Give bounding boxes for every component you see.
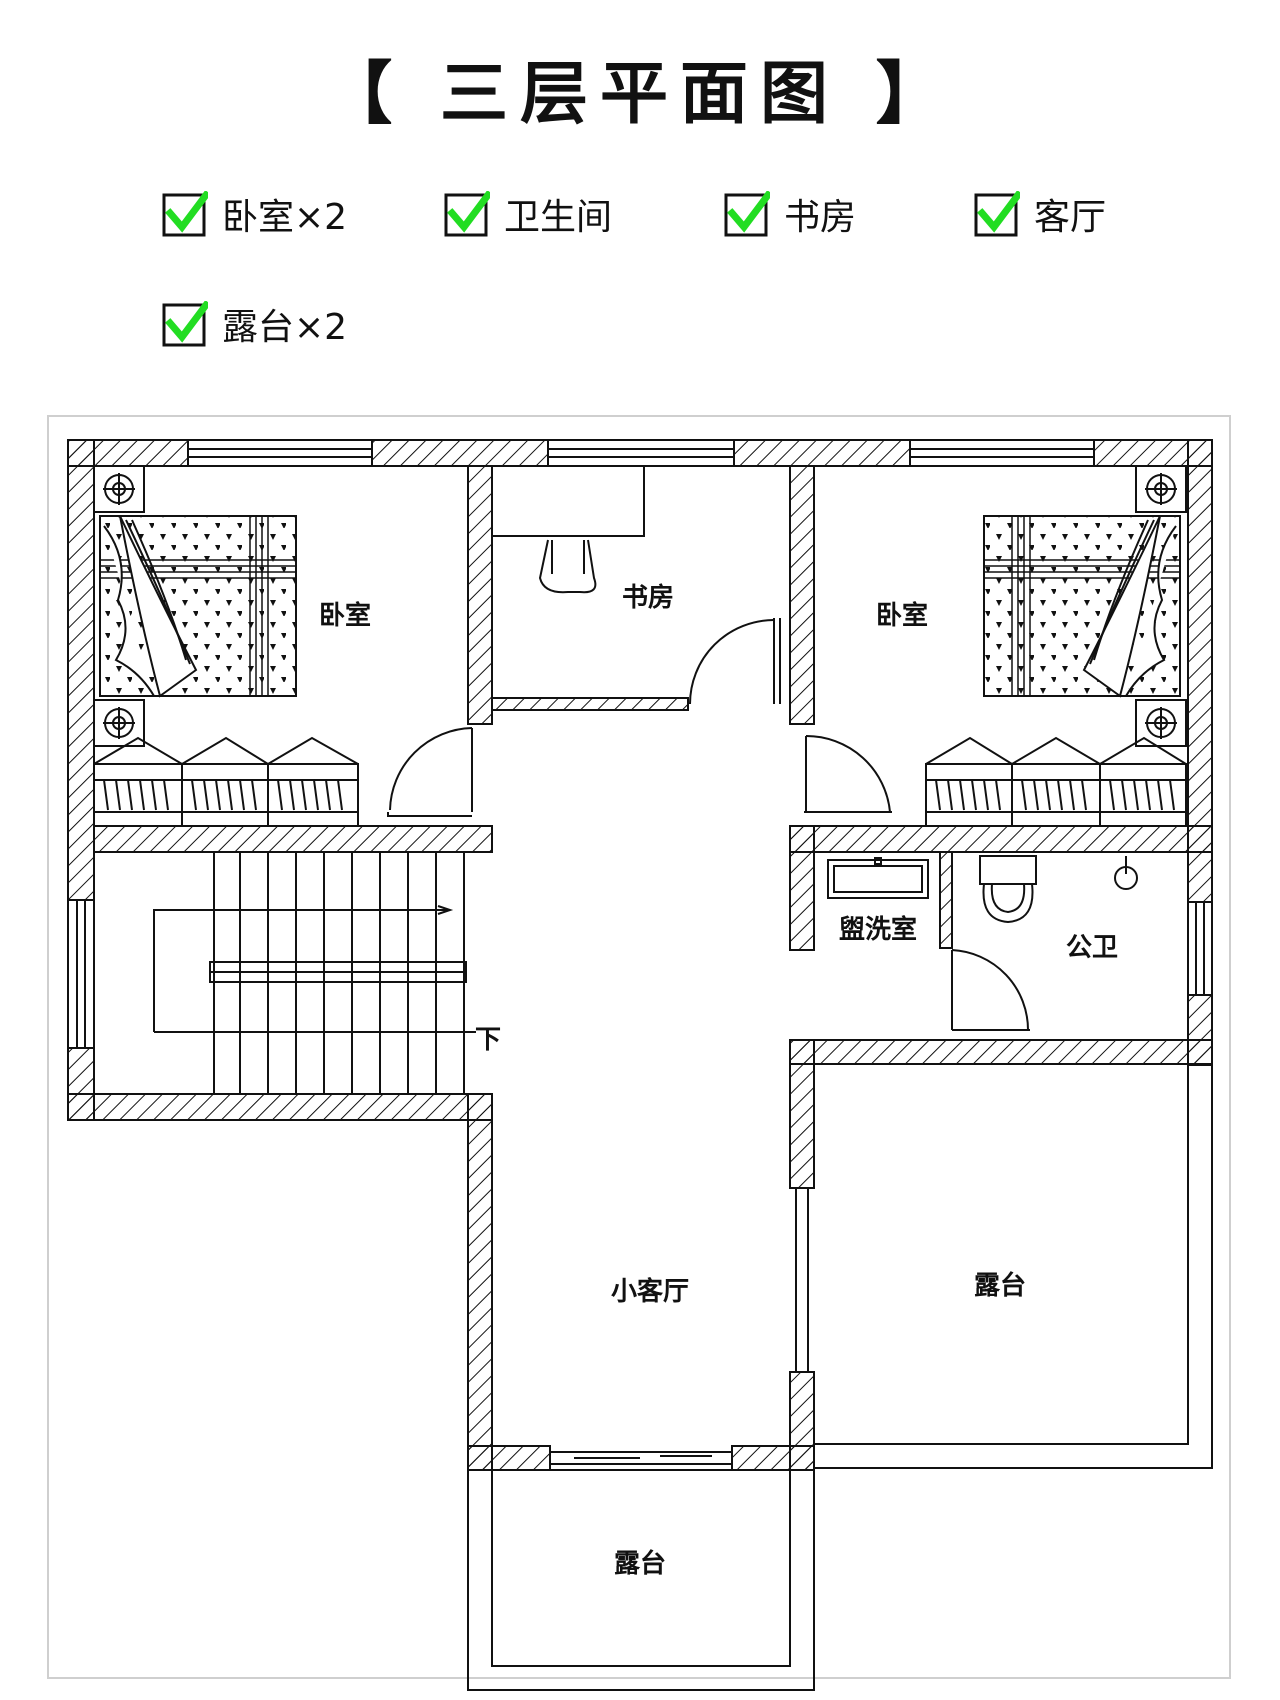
feature-label: 客厅: [1034, 197, 1107, 238]
study-furniture: [491, 465, 645, 594]
room-label-washroom: 盥洗室: [839, 914, 917, 945]
room-label-public-wc: 公卫: [1066, 933, 1118, 963]
stair-direction-label: 下: [475, 1025, 501, 1055]
checkbox-checked-icon: [974, 191, 1020, 237]
bathroom-fixtures: [827, 855, 1138, 924]
feature-living: 客厅: [974, 186, 1106, 242]
page-title: 【 三层平面图 】: [324, 55, 956, 134]
checkbox-checked-icon: [444, 191, 490, 237]
door-swings: [387, 618, 1030, 1031]
room-label-bedroom-right: 卧室: [876, 600, 928, 631]
feature-bathroom: 卫生间: [444, 186, 612, 242]
feature-label: 卫生间: [504, 197, 613, 238]
walls: [67, 439, 1213, 1471]
right-wardrobe: [925, 736, 1187, 827]
room-label-terrace-bottom: 露台: [614, 1548, 666, 1579]
feature-terrace: 露台×2: [162, 296, 347, 352]
left-wardrobe: [93, 736, 359, 827]
feature-study: 书房: [724, 186, 856, 242]
room-label-bedroom-left: 卧室: [319, 600, 371, 631]
checkbox-checked-icon: [724, 191, 770, 237]
terraces: [467, 1063, 1213, 1691]
room-label-small-living: 小客厅: [611, 1276, 689, 1307]
feature-bedroom: 卧室×2: [162, 186, 347, 242]
left-bed: [93, 465, 297, 747]
feature-label: 书房: [784, 197, 857, 238]
feature-label: 露台×2: [222, 307, 348, 348]
room-label-terrace-right: 露台: [974, 1270, 1026, 1301]
windows: [67, 439, 1213, 1465]
room-label-study: 书房: [622, 583, 674, 613]
plan-frame: [47, 415, 1231, 1679]
feature-label: 卧室×2: [222, 197, 348, 238]
staircase: [153, 852, 476, 1094]
checkbox-checked-icon: [162, 191, 208, 237]
checkbox-checked-icon: [162, 301, 208, 347]
right-bed: [983, 465, 1187, 747]
